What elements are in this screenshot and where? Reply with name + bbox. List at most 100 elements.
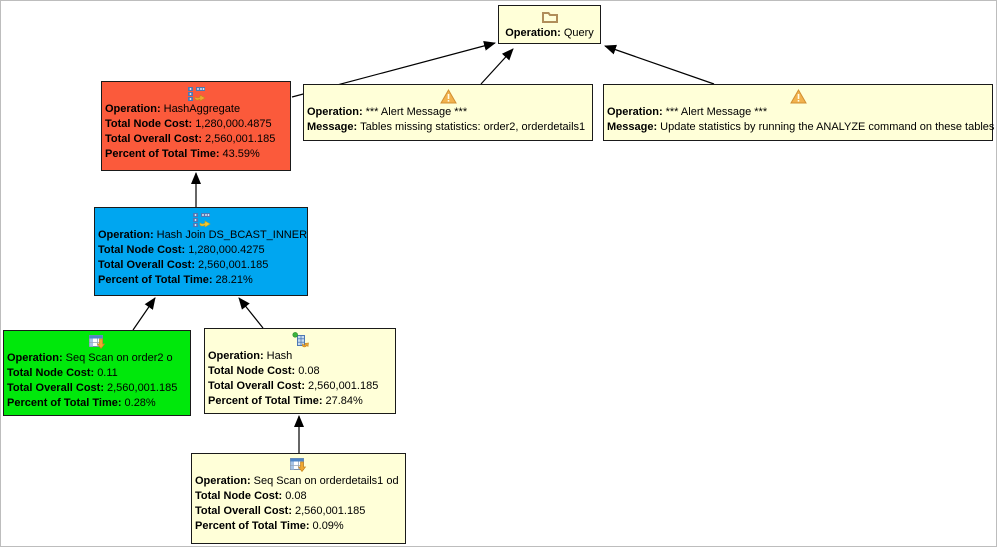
field-overall-cost: Total Overall Cost:2,560,001.185 (195, 504, 402, 519)
warning-icon (789, 88, 807, 104)
field-node-cost: Total Node Cost:0.11 (7, 366, 187, 381)
hash-icon-row (208, 331, 392, 349)
seqscan-icon-row (7, 333, 187, 351)
field-node-cost: Total Node Cost:1,280,000.4275 (98, 243, 304, 258)
field-label: Message: (607, 121, 658, 133)
field-value: 2,560,001.185 (307, 380, 379, 392)
plan-node-hash[interactable]: Operation:Hash Total Node Cost:0.08 Tota… (204, 328, 396, 414)
query-icon-row (502, 8, 597, 26)
field-node-cost: Total Node Cost:1,280,000.4875 (105, 117, 287, 132)
plan-node-query[interactable]: Operation:Query (498, 5, 601, 44)
field-overall-cost: Total Overall Cost:2,560,001.185 (7, 381, 187, 396)
field-operation: Operation:Seq Scan on order2 o (7, 351, 187, 366)
field-node-cost: Total Node Cost:0.08 (208, 364, 392, 379)
plan-node-seqscan-order2[interactable]: Operation:Seq Scan on order2 o Total Nod… (3, 330, 191, 416)
aggregate-icon (187, 86, 206, 102)
field-value: 27.84% (325, 395, 363, 407)
field-label: Percent of Total Time: (98, 274, 213, 286)
field-percent-time: Percent of Total Time:28.21% (98, 273, 304, 288)
field-label: Operation: (105, 103, 161, 115)
field-value: 1,280,000.4275 (188, 244, 265, 256)
field-label: Operation: (307, 106, 363, 118)
field-value: Hash Join DS_BCAST_INNER (156, 229, 308, 241)
field-value: 0.09% (312, 520, 344, 532)
field-label: Total Node Cost: (98, 244, 186, 256)
edge-alertanalyze-to-query (604, 44, 715, 85)
table-scan-icon (290, 458, 307, 473)
field-message: Message:Tables missing statistics: order… (307, 120, 589, 135)
field-operation: Operation:Hash (208, 349, 392, 364)
field-value: 0.08 (298, 365, 320, 377)
field-value: Hash (266, 350, 293, 362)
field-overall-cost: Total Overall Cost:2,560,001.185 (98, 258, 304, 273)
field-label: Percent of Total Time: (105, 148, 220, 160)
field-value: Seq Scan on orderdetails1 od (253, 475, 399, 487)
field-node-cost: Total Node Cost:0.08 (195, 489, 402, 504)
field-percent-time: Percent of Total Time:0.28% (7, 396, 187, 411)
field-value: *** Alert Message *** (665, 106, 768, 118)
field-label: Total Node Cost: (195, 490, 283, 502)
field-label: Percent of Total Time: (195, 520, 310, 532)
field-operation: Operation:HashAggregate (105, 102, 287, 117)
field-percent-time: Percent of Total Time:27.84% (208, 394, 392, 409)
field-value: *** Alert Message *** (365, 106, 468, 118)
field-label: Operation: (7, 352, 63, 364)
field-label: Message: (307, 121, 358, 133)
field-label: Percent of Total Time: (208, 395, 323, 407)
field-value: Query (563, 27, 594, 39)
hashaggregate-icon-row (105, 84, 287, 102)
plan-node-seqscan-orderdetails1[interactable]: Operation:Seq Scan on orderdetails1 od T… (191, 453, 406, 544)
alert-icon-row (307, 87, 589, 105)
field-label: Operation: (607, 106, 663, 118)
hash-icon (291, 332, 309, 348)
edge-alertmissing-to-query (480, 48, 514, 85)
field-operation: Operation:Query (502, 26, 597, 41)
table-scan-icon (88, 335, 105, 350)
plan-node-hashjoin[interactable]: Operation:Hash Join DS_BCAST_INNER Total… (94, 207, 308, 296)
field-value: Update statistics by running the ANALYZE… (660, 121, 995, 133)
plan-node-hashaggregate[interactable]: Operation:HashAggregate Total Node Cost:… (101, 81, 291, 171)
field-label: Operation: (505, 27, 561, 39)
field-operation: Operation:Hash Join DS_BCAST_INNER (98, 228, 308, 243)
edge-seqscanorder2-to-hashjoin (132, 297, 156, 331)
hashjoin-icon-row (98, 210, 304, 228)
field-label: Total Overall Cost: (208, 380, 305, 392)
field-label: Total Overall Cost: (7, 382, 104, 394)
folder-icon (541, 12, 558, 24)
field-overall-cost: Total Overall Cost:2,560,001.185 (208, 379, 392, 394)
field-value: 2,560,001.185 (106, 382, 178, 394)
join-icon (192, 212, 211, 228)
field-label: Total Node Cost: (7, 367, 95, 379)
field-value: Seq Scan on order2 o (65, 352, 173, 364)
field-label: Total Overall Cost: (195, 505, 292, 517)
field-value: 0.28% (124, 397, 156, 409)
field-value: HashAggregate (163, 103, 241, 115)
field-label: Total Node Cost: (105, 118, 193, 130)
field-label: Operation: (195, 475, 251, 487)
field-overall-cost: Total Overall Cost:2,560,001.185 (105, 132, 287, 147)
field-value: 2,560,001.185 (204, 133, 276, 145)
field-label: Operation: (98, 229, 154, 241)
field-percent-time: Percent of Total Time:43.59% (105, 147, 287, 162)
field-operation: Operation:Seq Scan on orderdetails1 od (195, 474, 402, 489)
field-value: Tables missing statistics: order2, order… (360, 121, 586, 133)
edge-hash-to-hashjoin (238, 297, 264, 329)
field-value: 1,280,000.4875 (195, 118, 272, 130)
field-value: 0.11 (97, 367, 118, 379)
field-value: 28.21% (215, 274, 253, 286)
plan-node-alert-analyze[interactable]: Operation:*** Alert Message *** Message:… (603, 84, 994, 141)
field-label: Total Overall Cost: (105, 133, 202, 145)
field-message: Message:Update statistics by running the… (607, 120, 994, 135)
field-operation: Operation:*** Alert Message *** (607, 105, 989, 120)
field-value: 0.08 (285, 490, 307, 502)
alert-icon-row (607, 87, 989, 105)
field-label: Operation: (208, 350, 264, 362)
field-value: 2,560,001.185 (197, 259, 269, 271)
field-value: 43.59% (222, 148, 260, 160)
field-value: 2,560,001.185 (294, 505, 366, 517)
seqscan-icon-row (195, 456, 402, 474)
warning-icon (439, 88, 457, 104)
plan-node-alert-missing-statistics[interactable]: Operation:*** Alert Message *** Message:… (303, 84, 593, 141)
field-label: Total Overall Cost: (98, 259, 195, 271)
